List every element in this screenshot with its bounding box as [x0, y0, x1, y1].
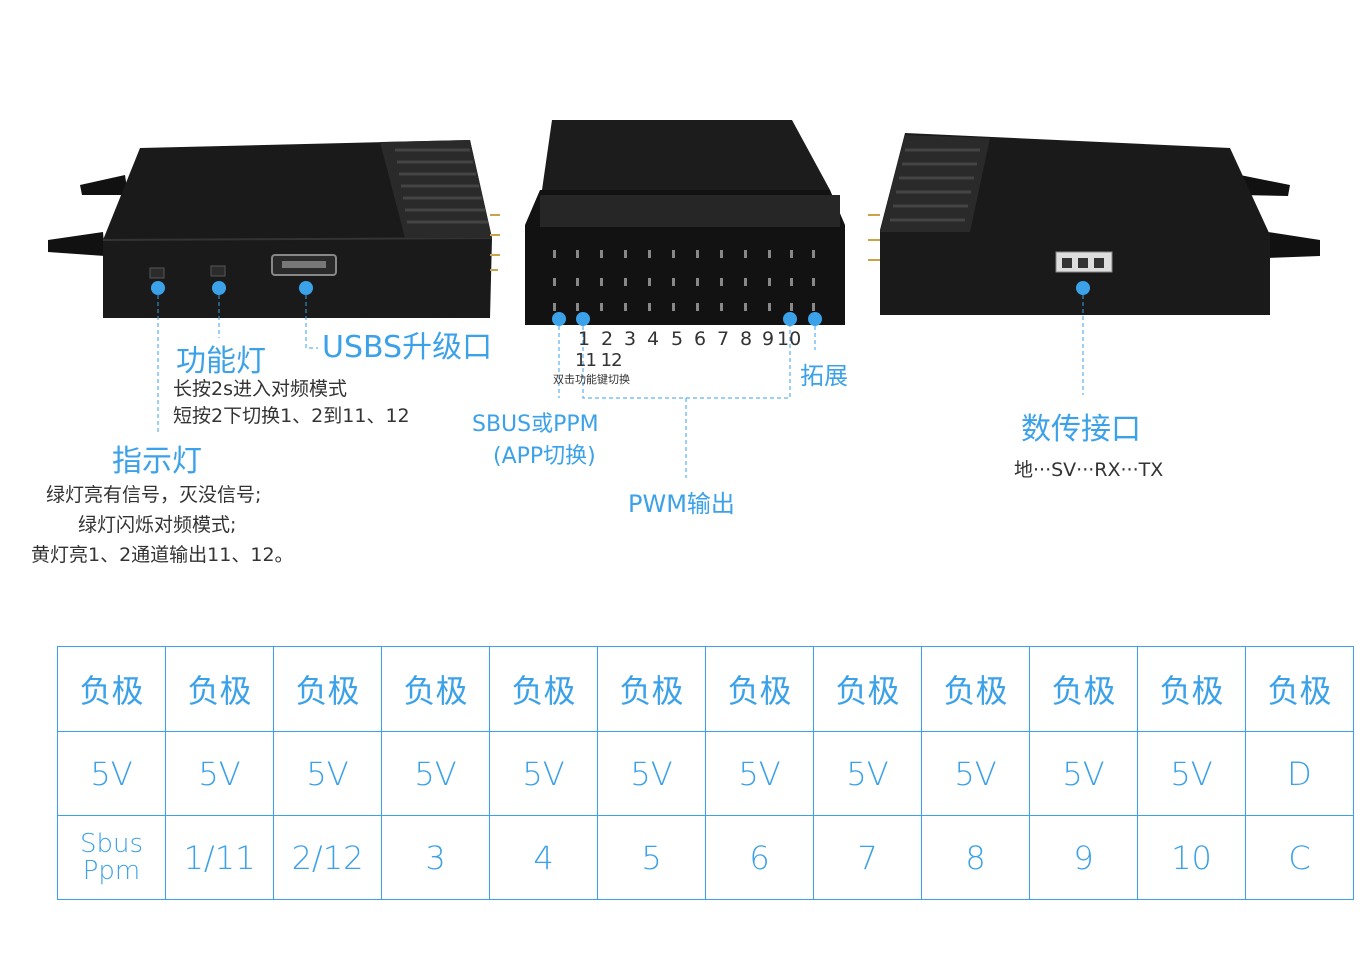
table-cell: 7 — [813, 815, 922, 900]
table-cell: 6 — [705, 815, 814, 900]
table-cell: 4 — [489, 815, 598, 900]
table-cell: Sbus Ppm — [57, 815, 166, 900]
channel-number: 6 — [694, 328, 707, 350]
receiver-side-view-left — [48, 140, 500, 318]
indicator-desc-2: 绿灯闪烁对频模式; — [78, 514, 237, 536]
channel-number: 8 — [740, 328, 753, 350]
indicator-desc-3: 黄灯亮1、2通道输出11、12。 — [31, 544, 294, 566]
table-cell: C — [1245, 815, 1354, 900]
table-cell: 8 — [921, 815, 1030, 900]
table-cell: 10 — [1137, 815, 1246, 900]
channel-number: 2 — [601, 328, 614, 350]
channel-number: 3 — [624, 328, 637, 350]
table-cell: 5V — [1029, 731, 1138, 816]
indicator-desc-1: 绿灯亮有信号，灭没信号; — [46, 484, 262, 506]
table-cell: 负极 — [381, 646, 490, 732]
indicator-title: 指示灯 — [112, 444, 202, 479]
table-cell: 负极 — [1137, 646, 1246, 732]
receiver-front-view — [525, 120, 845, 325]
channel-number: 5 — [671, 328, 684, 350]
table-cell: 负极 — [273, 646, 382, 732]
table-cell: 5V — [813, 731, 922, 816]
table-cell: 负极 — [597, 646, 706, 732]
channel-number: 10 — [777, 328, 802, 350]
table-cell: 5V — [381, 731, 490, 816]
channel-number: 4 — [647, 328, 660, 350]
table-cell: 5V — [273, 731, 382, 816]
function-light-title: 功能灯 — [176, 344, 266, 379]
table-cell: 5V — [705, 731, 814, 816]
marker-dots — [151, 281, 1090, 326]
table-cell: 负极 — [921, 646, 1030, 732]
table-cell: 负极 — [165, 646, 274, 732]
table-cell: 负极 — [57, 646, 166, 732]
table-cell: 5V — [57, 731, 166, 816]
channel-number: 9 — [762, 328, 775, 350]
double-click-note: 双击功能键切换 — [553, 373, 630, 386]
table-cell: 5V — [165, 731, 274, 816]
table-cell: 3 — [381, 815, 490, 900]
channel-number: 7 — [717, 328, 730, 350]
table-cell: 负极 — [705, 646, 814, 732]
function-light-desc-1: 长按2s进入对频模式 — [173, 378, 347, 400]
table-cell: 5V — [921, 731, 1030, 816]
table-cell: 5 — [597, 815, 706, 900]
alt-channel-numbers: 11 12 — [575, 350, 623, 371]
table-cell: 负极 — [1245, 646, 1354, 732]
function-light-desc-2: 短按2下切换1、2到11、12 — [173, 405, 410, 427]
table-cell: 负极 — [1029, 646, 1138, 732]
leader-lines — [157, 295, 1084, 478]
table-cell: 1/11 — [165, 815, 274, 900]
table-cell: 9 — [1029, 815, 1138, 900]
table-cell: 负极 — [813, 646, 922, 732]
table-cell: 5V — [1137, 731, 1246, 816]
table-cell: 2/12 — [273, 815, 382, 900]
data-port-desc: 地···SV···RX···TX — [1014, 459, 1164, 481]
sbus-ppm-label: SBUS或PPM — [472, 412, 599, 437]
table-cell: 5V — [597, 731, 706, 816]
table-cell: 负极 — [489, 646, 598, 732]
channel-number: 1 — [578, 328, 591, 350]
data-port-title: 数传接口 — [1021, 412, 1141, 447]
table-row: 负极负极负极负极负极负极负极负极负极负极负极负极 — [57, 646, 1354, 732]
expand-label: 拓展 — [800, 362, 848, 390]
channel-numbers: 1 2 3 4 5 6 7 8 9 10 — [578, 328, 801, 350]
receiver-side-view-right — [868, 133, 1320, 315]
usb-port-title: USBS升级口 — [322, 330, 493, 365]
sbus-ppm-note: (APP切换) — [493, 444, 596, 469]
table-cell: D — [1245, 731, 1354, 816]
pwm-output-label: PWM输出 — [628, 490, 735, 518]
table-cell: 5V — [489, 731, 598, 816]
